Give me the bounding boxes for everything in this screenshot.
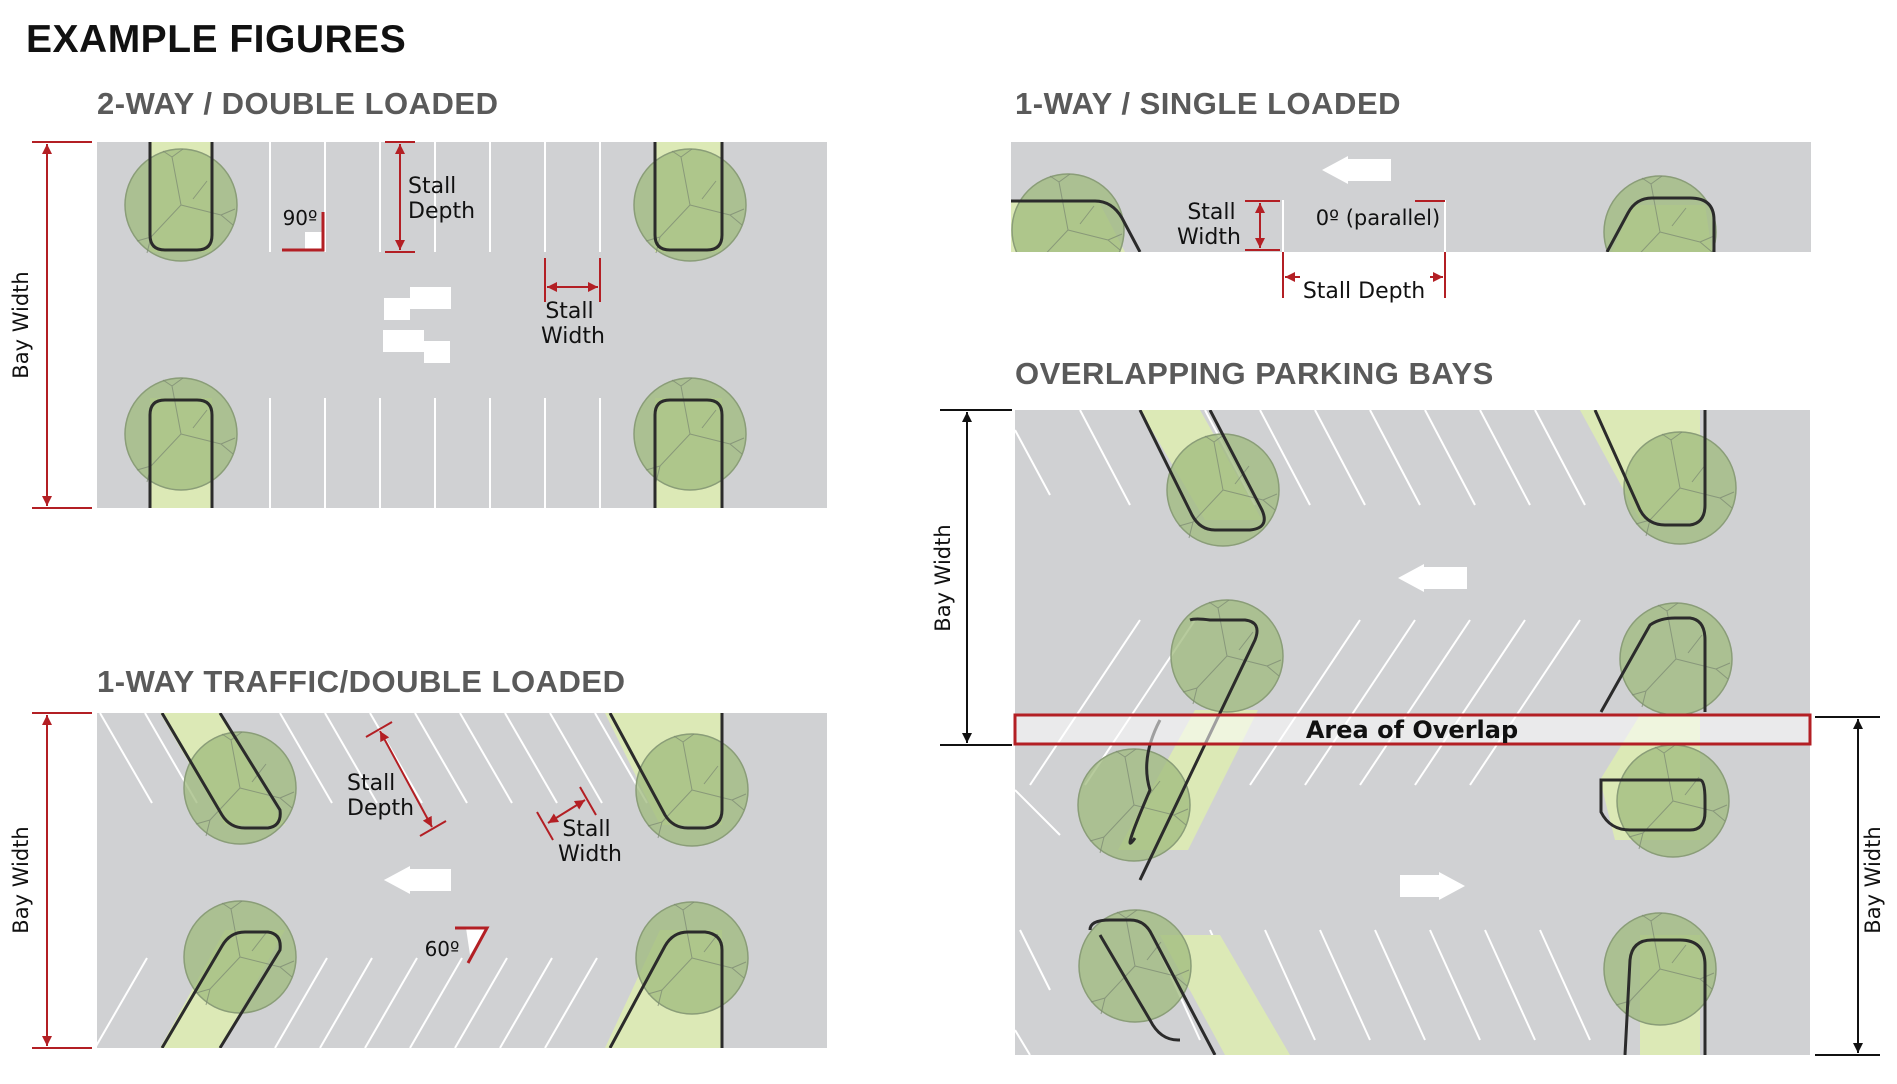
bay-width-label: Bay Width [931, 524, 955, 631]
stall-width-label-line1: Stall [545, 299, 593, 324]
overlap-highlight: Area of Overlap [1013, 713, 1812, 746]
stall-depth-dimension: Stall Depth [385, 141, 475, 253]
planter-curb [160, 713, 724, 1048]
parking-stripes [1282, 200, 1446, 252]
tree-icon [1603, 912, 1717, 1026]
planter-curb [1011, 196, 1716, 252]
tree-icon [633, 148, 747, 262]
tree-icon [1616, 744, 1730, 858]
tree-icon [633, 377, 747, 491]
bay-width-dimension: Bay Width [9, 712, 92, 1049]
stall-width-dimension: Stall Width [541, 258, 605, 349]
bay-width-label: Bay Width [9, 826, 33, 933]
tree-icon [1623, 431, 1737, 545]
traffic-arrow-left-icon [384, 866, 451, 894]
stall-depth-dimension: Stall Depth [1282, 252, 1446, 306]
heading-overlapping: OVERLAPPING PARKING BAYS [1015, 356, 1494, 391]
page-title: EXAMPLE FIGURES [26, 18, 407, 61]
bay-width-dimension-top: Bay Width [931, 409, 1012, 746]
heading-one-way-double: 1-WAY TRAFFIC/DOUBLE LOADED [97, 664, 626, 699]
stall-width-label-line2: Width [558, 842, 622, 867]
heading-one-way-single: 1-WAY / SINGLE LOADED [1015, 86, 1402, 121]
overlap-label: Area of Overlap [1306, 716, 1518, 744]
diagram-one-way-double: Bay Width Stall Depth Stall Width 60º [9, 712, 827, 1049]
stall-depth-dimension: Stall Depth [347, 721, 447, 837]
traffic-arrow-left-icon [384, 287, 451, 320]
traffic-arrow-left-icon [1398, 564, 1467, 592]
stall-depth-label: Stall Depth [408, 174, 475, 224]
bay-width-dimension-bottom: Bay Width [1815, 716, 1885, 1056]
traffic-arrow-left-icon [1322, 156, 1391, 184]
stall-width-label-line1: Stall [1187, 200, 1235, 225]
stall-width-label: Stall Width [1177, 200, 1243, 250]
angle-indicator: 90º [282, 206, 325, 252]
bay-width-dimension: Bay Width [9, 141, 92, 509]
stall-width-label-line2: Width [1177, 225, 1241, 250]
tree-icon [124, 377, 238, 491]
bay-width-label: Bay Width [1861, 826, 1885, 933]
angle-indicator: 60º [425, 926, 490, 964]
tree-icon [124, 148, 238, 262]
tree-icon [635, 901, 749, 1015]
diagram-two-way: Bay Width Stall Depth Stall Width 90º [9, 141, 827, 509]
traffic-arrow-right-icon [383, 330, 450, 363]
stall-depth-label: Stall Depth [347, 771, 414, 821]
angle-label: 90º [283, 206, 318, 230]
stall-width-dimension: Stall Width [536, 786, 622, 867]
stall-width-label-line1: Stall [562, 817, 610, 842]
parking-stripes [269, 142, 601, 508]
stall-width-label-line2: Width [541, 324, 605, 349]
tree-icon [1603, 175, 1717, 252]
stall-width-label: Stall Width [541, 299, 605, 349]
angle-label: 60º [425, 937, 460, 961]
tree-icon [1077, 748, 1191, 862]
stall-depth-label-line2: Depth [347, 796, 414, 821]
planter-curb [148, 142, 724, 508]
diagram-one-way-single: Stall Width 0º (parallel) Stall Depth [1011, 142, 1811, 306]
stall-depth-label: Stall Depth [1303, 279, 1425, 304]
stall-depth-label-line1: Stall [347, 771, 395, 796]
tree-icon [183, 900, 297, 1014]
angle-label: 0º (parallel) [1316, 206, 1440, 230]
heading-two-way: 2-WAY / DOUBLE LOADED [97, 86, 499, 121]
tree-icon [1078, 909, 1192, 1023]
angle-indicator: 0º (parallel) [1316, 200, 1445, 230]
traffic-arrow-right-icon [1400, 872, 1465, 900]
tree-icon [1011, 173, 1125, 252]
stall-depth-label-line2: Depth [408, 199, 475, 224]
stall-width-dimension: Stall Width [1177, 200, 1280, 251]
diagram-overlapping: Area of Overlap Bay Width Bay Width [931, 409, 1885, 1056]
tree-icon [1619, 602, 1733, 716]
bay-width-label: Bay Width [9, 271, 33, 378]
stall-width-label: Stall Width [558, 817, 622, 867]
planter-curb [1088, 410, 1707, 1055]
stall-depth-label-line1: Stall [408, 174, 456, 199]
